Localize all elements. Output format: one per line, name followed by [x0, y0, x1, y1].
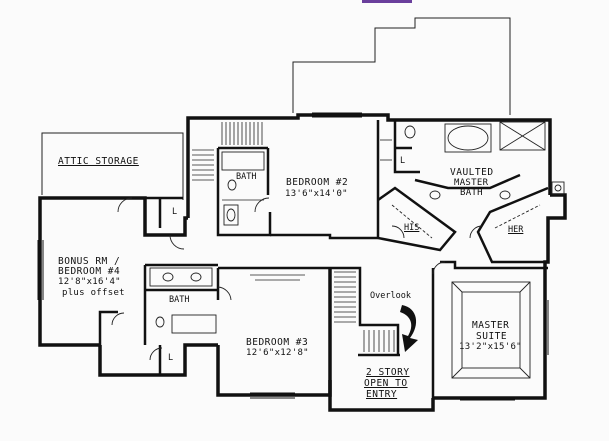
attic-outline	[41, 132, 184, 200]
doors	[111, 197, 483, 361]
two-story-label-line3: ENTRY	[366, 389, 398, 400]
stairs-upper	[192, 122, 263, 181]
shelves	[222, 139, 392, 281]
overlook-arrow	[400, 305, 418, 352]
bonus-room-offset-note: plus offset	[62, 288, 125, 298]
his-closet-label: HIS	[404, 223, 420, 233]
closet-mark-lower: L	[168, 353, 174, 363]
overlook-label: Overlook	[370, 291, 411, 301]
stairs-center	[334, 271, 395, 352]
bedroom3-dimensions: 12'6"x12'8"	[246, 348, 309, 358]
closet-mark-upper-left: L	[172, 207, 178, 217]
roof-outline	[292, 17, 511, 115]
bedroom2-label: BEDROOM #2	[286, 177, 349, 188]
her-closet-label: HER	[508, 225, 524, 235]
vaulted-label: VAULTED	[450, 167, 494, 178]
master-suite-dimensions: 13'2"x15'6"	[459, 342, 522, 352]
fixtures	[149, 121, 565, 379]
bonus-room-label-line2: BEDROOM #4	[58, 266, 121, 277]
bonus-room-label-line1: BONUS RM /	[58, 256, 121, 267]
bedroom2-dimensions: 13'6"x14'0"	[285, 189, 348, 199]
master-suite-label-line2: SUITE	[476, 331, 508, 342]
top-accent-bar	[362, 0, 412, 3]
interior-walls	[98, 120, 549, 398]
exterior-walls	[38, 113, 567, 412]
master-bath-label-line1: MASTER	[454, 178, 489, 188]
attic-storage-label: ATTIC STORAGE	[58, 156, 139, 167]
lower-bath-label: BATH	[169, 295, 190, 305]
closet-mark-master-bath: L	[400, 156, 406, 166]
bonus-room-dimensions: 12'8"x16'4"	[58, 277, 121, 287]
upper-bath-label: BATH	[236, 172, 257, 182]
two-story-label-line1: 2 STORY	[366, 367, 410, 378]
master-suite-label-line1: MASTER	[472, 320, 510, 331]
windows	[37, 112, 549, 401]
two-story-label-line2: OPEN TO	[364, 378, 408, 389]
bedroom3-label: BEDROOM #3	[246, 337, 309, 348]
master-bath-label-line2: BATH	[460, 188, 483, 198]
